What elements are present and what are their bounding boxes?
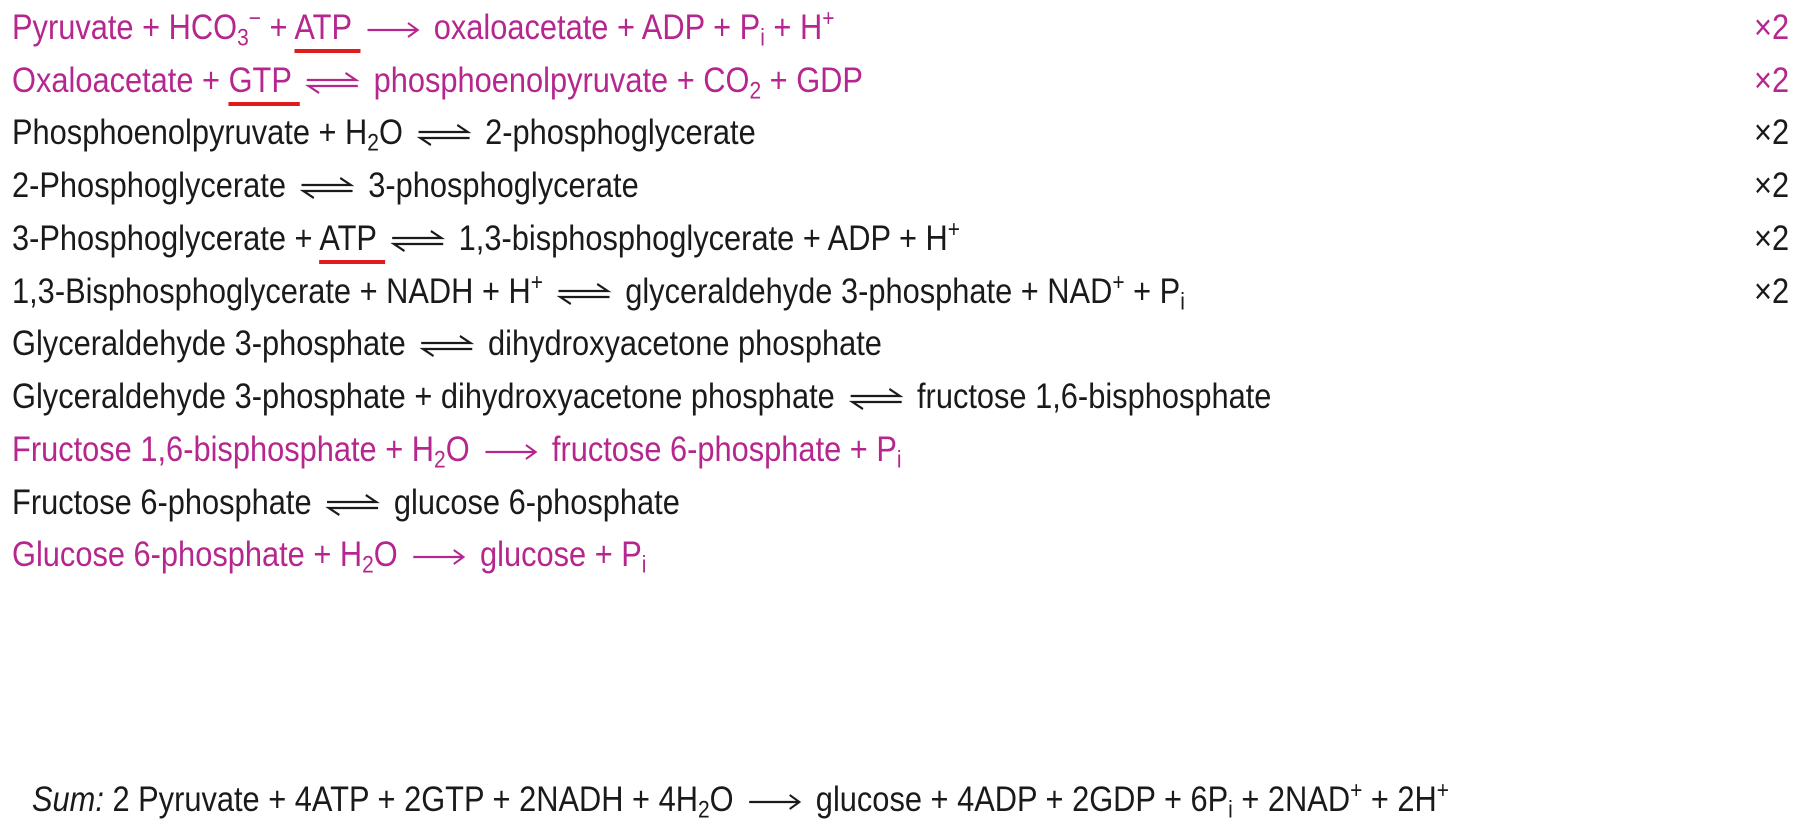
equation-text: O — [373, 535, 407, 574]
equation-text: 2 Pyruvate + 4ATP + 2GTP + 2NADH + 4H — [103, 780, 698, 819]
subscript: 2 — [434, 446, 446, 474]
subscript: i — [1180, 288, 1185, 316]
forward-arrow-icon — [413, 548, 466, 565]
equilibrium-arrow-icon — [305, 71, 360, 94]
subscript: 2 — [362, 551, 374, 579]
equation-text: 3-Phosphoglycerate + — [12, 219, 320, 258]
equilibrium-arrow-icon — [556, 282, 612, 305]
equation-text: glyceraldehyde 3-phosphate + NAD — [616, 272, 1113, 311]
multiplier-label: ×2 — [1753, 61, 1790, 100]
forward-arrow-icon — [749, 793, 802, 810]
forward-arrow-icon — [367, 21, 420, 38]
equation-text: glucose + 4ADP + 2GDP + 6P — [807, 780, 1229, 819]
multiplier-label: ×2 — [1753, 272, 1790, 311]
equation-row: Glyceraldehyde 3-phosphate + dihydroxyac… — [12, 371, 1578, 423]
equation-text: Fructose 1,6-bisphosphate + H — [12, 430, 435, 469]
equation-text: + — [260, 8, 295, 47]
subscript: i — [896, 446, 902, 474]
superscript: + — [822, 4, 835, 32]
multiplier-label: ×2 — [1753, 166, 1790, 205]
equation-row: Fructose 6-phosphate glucose 6-phosphate — [12, 477, 1578, 529]
subscript: 2 — [749, 77, 762, 105]
superscript: + — [1350, 776, 1363, 804]
equation-text: + 2H — [1362, 780, 1437, 819]
subscript: i — [1228, 796, 1233, 824]
equation-text: + 2NAD — [1232, 780, 1351, 819]
equation-text: Phosphoenolpyruvate + H — [12, 113, 368, 152]
equation-row: Oxaloacetate + GTP phosphoenolpyruvate +… — [12, 55, 1789, 107]
multiplier-label: ×2 — [1753, 8, 1790, 47]
equation-text: Glucose 6-phosphate + H — [12, 535, 363, 574]
equation-text: oxaloacetate + ADP + P — [425, 8, 761, 47]
equation-text: + H — [764, 8, 823, 47]
equation-text: dihydroxyacetone phosphate — [479, 324, 882, 363]
forward-arrow-icon — [485, 443, 538, 460]
subscript: 3 — [237, 24, 249, 52]
equation-row: Fructose 1,6-bisphosphate + H2O fructose… — [12, 424, 1578, 476]
equation-row: 1,3-Bisphosphoglycerate + NADH + H+ glyc… — [12, 266, 1789, 318]
subscript: 2 — [697, 796, 710, 824]
equation-text: glucose + P — [471, 535, 642, 574]
equilibrium-arrow-icon — [416, 123, 472, 146]
superscript: + — [1112, 268, 1125, 296]
subscript: 2 — [367, 129, 379, 157]
equation-text: glucose 6-phosphate — [385, 483, 680, 522]
equation-text — [543, 272, 552, 311]
superscript: − — [248, 4, 261, 32]
superscript: + — [947, 215, 961, 243]
equation-text: + GDP — [761, 61, 863, 100]
equilibrium-arrow-icon — [325, 493, 381, 516]
equation-text: + P — [1124, 272, 1181, 311]
equation-row: 3-Phosphoglycerate + ATP 1,3-bisphosphog… — [12, 213, 1789, 265]
equation-text: Sum: — [32, 780, 104, 819]
equation-text: 3-phosphoglycerate — [359, 166, 639, 205]
multiplier-label: ×2 — [1753, 113, 1790, 152]
equation-text: Pyruvate + HCO — [12, 8, 238, 47]
equation-text: 2-Phosphoglycerate — [12, 166, 295, 205]
equation-text: O — [709, 780, 743, 819]
subscript: i — [641, 551, 647, 579]
superscript: + — [530, 268, 543, 296]
underlined-term: GTP — [228, 61, 300, 106]
equation-text: Glyceraldehyde 3-phosphate — [12, 324, 415, 363]
equation-text: Fructose 6-phosphate — [12, 483, 321, 522]
equation-row: Pyruvate + HCO3− + ATP oxaloacetate + AD… — [12, 2, 1789, 54]
equation-text: Oxaloacetate + — [12, 61, 229, 100]
equation-row: Glyceraldehyde 3-phosphate dihydroxyacet… — [12, 318, 1578, 370]
equilibrium-arrow-icon — [390, 229, 445, 252]
equation-text: fructose 1,6-bisphosphate — [908, 377, 1272, 416]
equation-text: fructose 6-phosphate + P — [543, 430, 897, 469]
equation-text: phosphoenolpyruvate + CO — [365, 61, 750, 100]
equilibrium-arrow-icon — [419, 334, 475, 357]
equation-row: Glucose 6-phosphate + H2O glucose + Pi — [12, 529, 1578, 581]
equation-text: O — [445, 430, 479, 469]
equation-row: Phosphoenolpyruvate + H2O 2-phosphoglyce… — [12, 107, 1789, 159]
equation-text: 1,3-Bisphosphoglycerate + NADH + H — [12, 272, 531, 311]
equation-text: O — [378, 113, 412, 152]
sum-equation: Sum: 2 Pyruvate + 4ATP + 2GTP + 2NADH + … — [32, 772, 1449, 828]
equation-row: 2-Phosphoglycerate 3-phosphoglycerate ×2 — [12, 160, 1789, 212]
equilibrium-arrow-icon — [848, 387, 904, 410]
superscript: + — [1436, 776, 1450, 804]
underlined-term: ATP — [294, 8, 361, 53]
underlined-term: ATP — [319, 219, 385, 264]
equation-text: 2-phosphoglycerate — [476, 113, 756, 152]
equilibrium-arrow-icon — [299, 176, 355, 199]
equation-text: Glyceraldehyde 3-phosphate + dihydroxyac… — [12, 377, 844, 416]
subscript: i — [760, 24, 765, 52]
equation-text: 1,3-bisphosphoglycerate + ADP + H — [450, 219, 948, 258]
multiplier-label: ×2 — [1753, 219, 1790, 258]
